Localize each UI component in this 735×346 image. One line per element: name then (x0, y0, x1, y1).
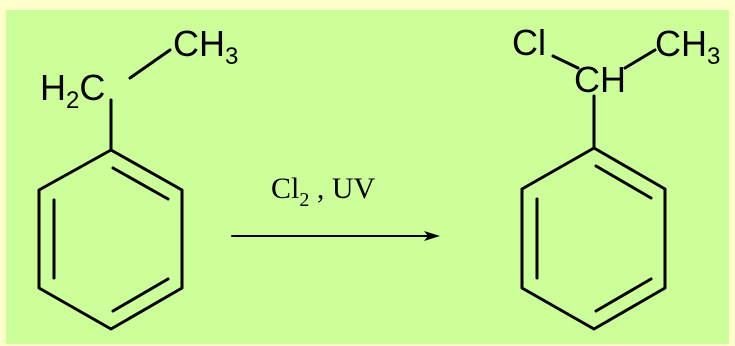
reactant-ch3-label: CH3 (173, 23, 238, 70)
reactant-double-bond-1 (111, 166, 170, 201)
product-cl-label: Cl (512, 22, 546, 63)
product-chloroethylbenzene: Cl CH CH3 (512, 22, 720, 331)
product-double-bond-2 (594, 277, 653, 313)
product-ch-ch3-bond (623, 48, 657, 70)
reactant-ethylbenzene: H2C CH3 (37, 23, 238, 331)
product-benzene-ring (520, 146, 667, 331)
product-ch3-label: CH3 (655, 23, 720, 70)
reactant-benzene-ring (37, 148, 184, 331)
product-double-bond-1 (594, 164, 653, 200)
product-ch-label: CH (574, 59, 626, 100)
product-cl-ch-bond (551, 54, 580, 70)
reactant-ch2-ch3-bond (128, 48, 172, 80)
reaction-arrow-head (424, 231, 440, 241)
reagent-label: Cl2 , UV (271, 172, 376, 211)
reactant-ch2-label: H2C (40, 67, 105, 114)
reactant-double-bond-2 (111, 277, 170, 313)
reaction-conditions: Cl2 , UV (231, 172, 440, 241)
